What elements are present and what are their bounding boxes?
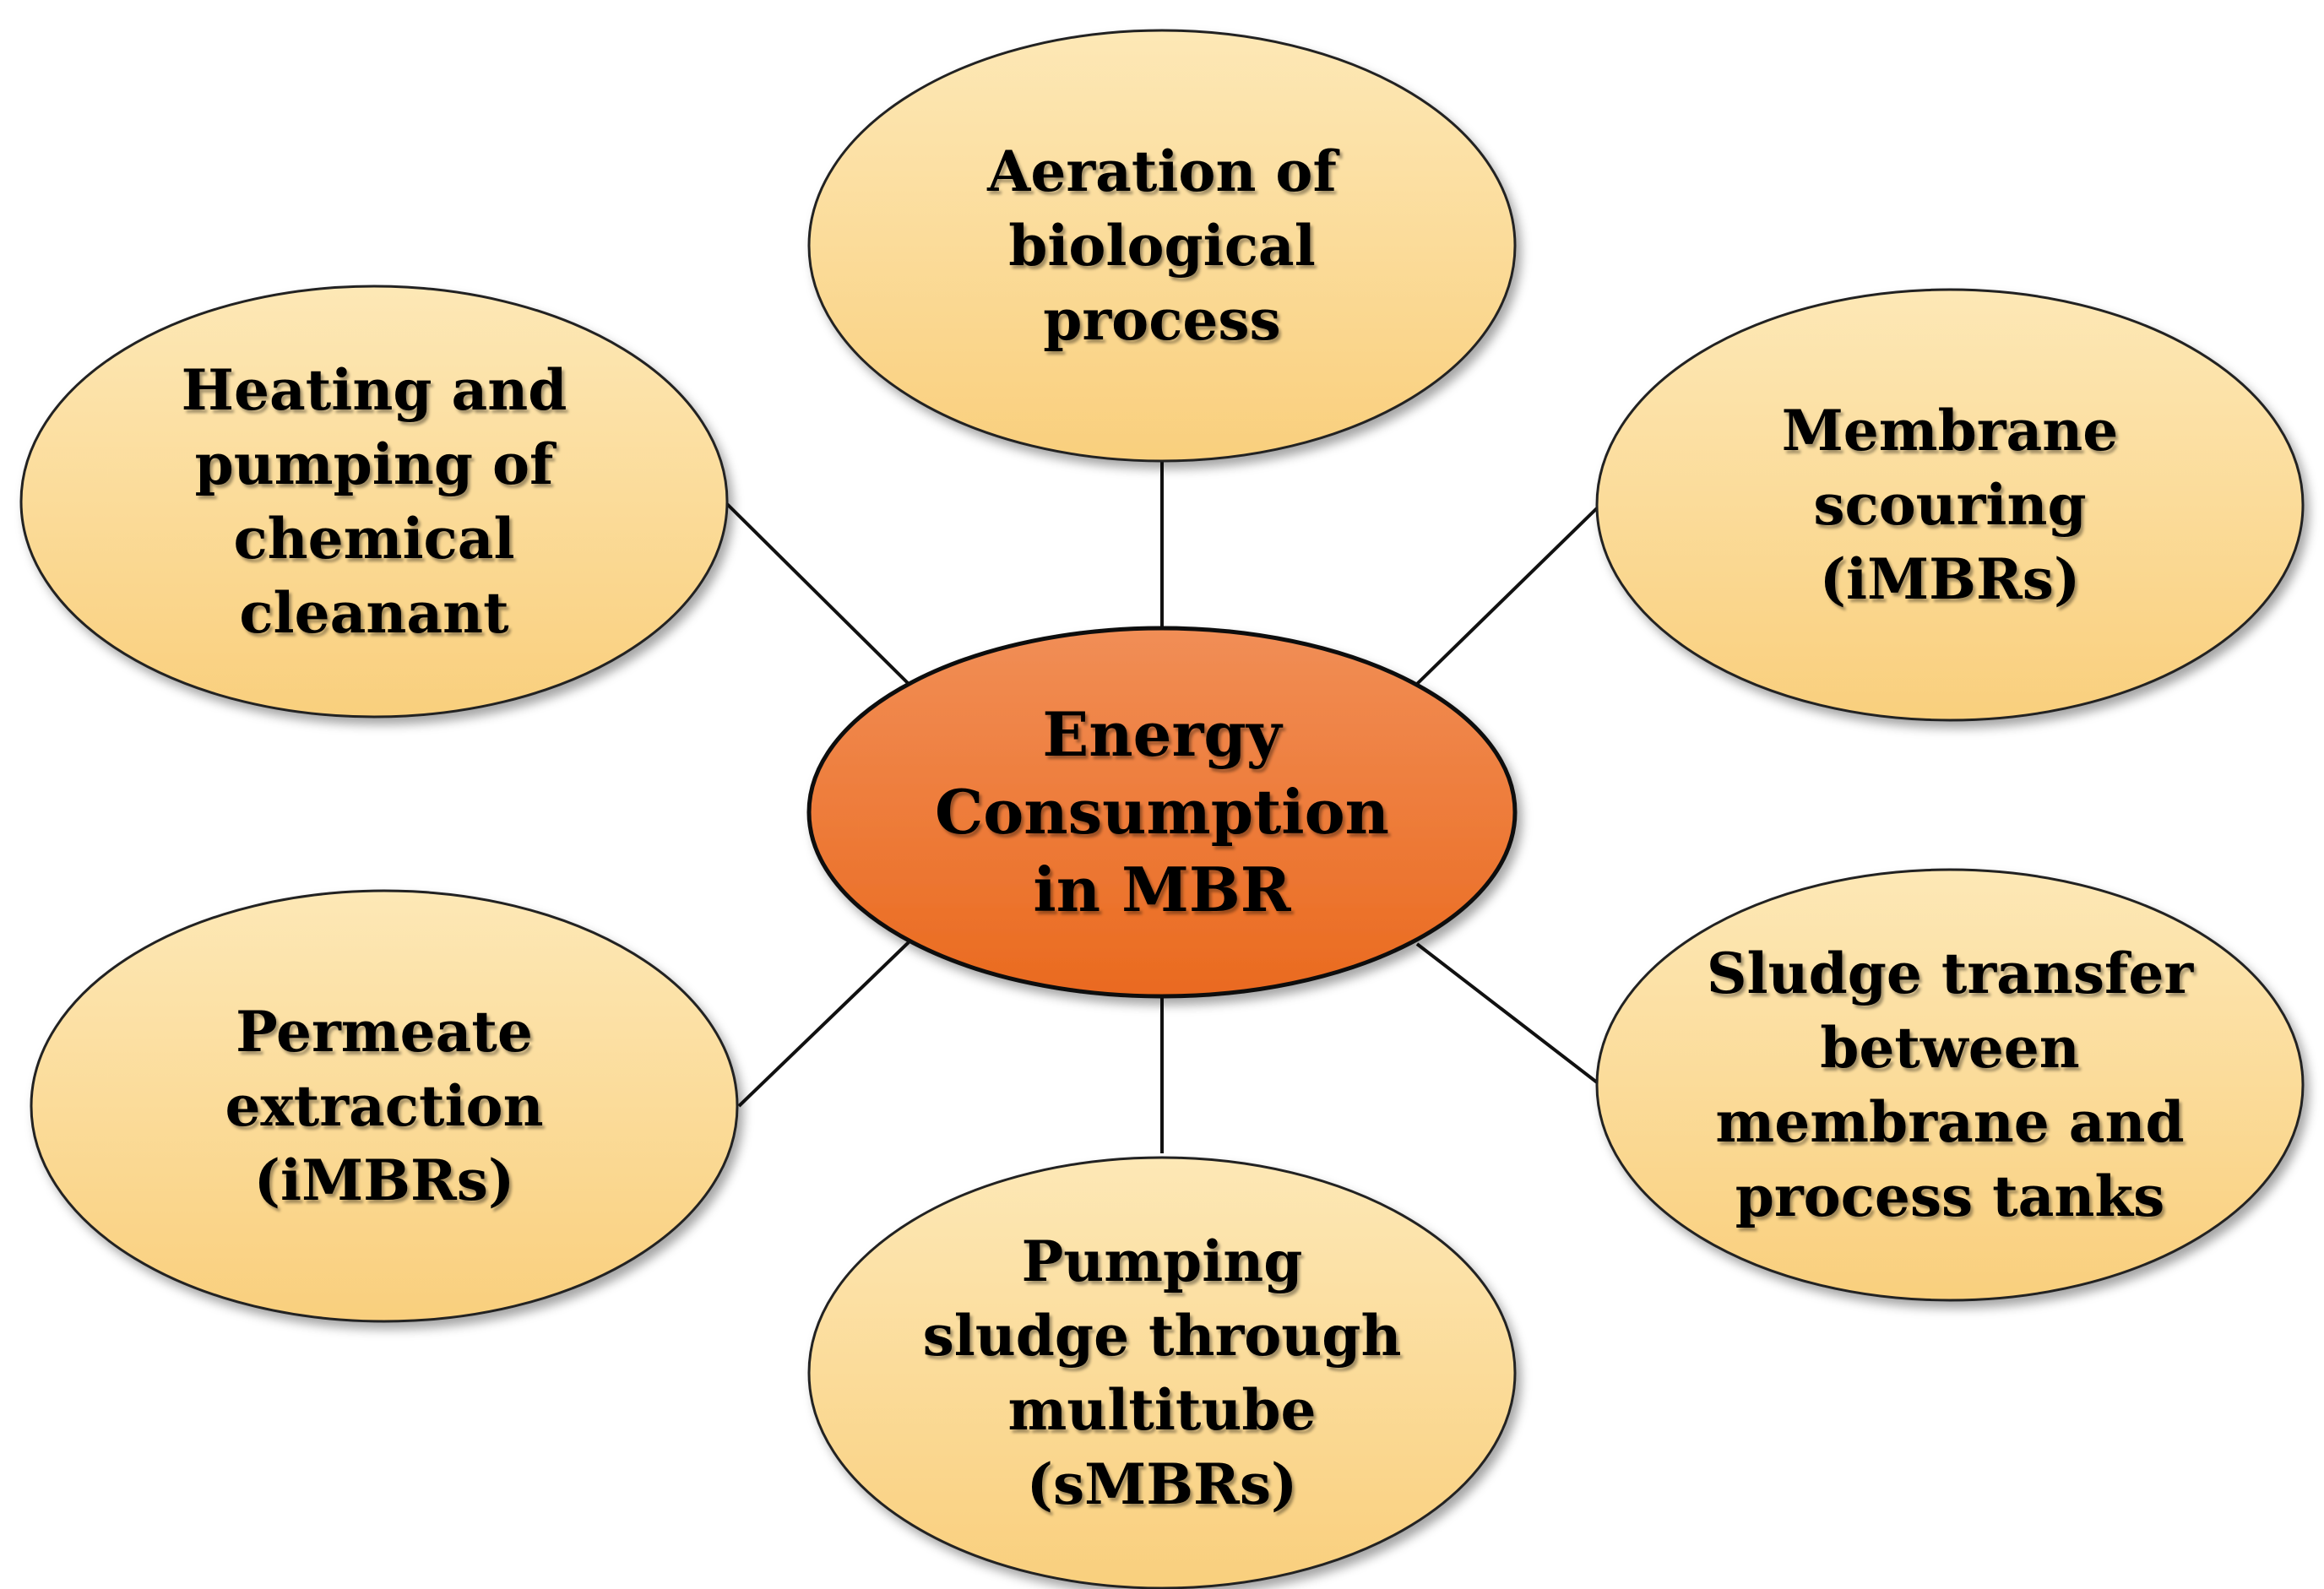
node-label-line: process tanks <box>1735 1163 2165 1229</box>
node-label-line: (iMBRs) <box>1819 546 2081 612</box>
connector-heating-pumping <box>723 500 910 686</box>
node-label-line: chemical <box>233 506 515 572</box>
node-sludge-transfer-shape <box>1595 868 2305 1302</box>
node-permeate-extraction-shape <box>30 889 739 1323</box>
node-label-line: cleanant <box>239 580 509 646</box>
node-label-line: scouring <box>1813 472 2087 538</box>
center-node-shape <box>806 626 1518 999</box>
outer-nodes <box>19 29 2305 1589</box>
node-permeate-extraction-label: Permeate extraction (iMBRs) <box>89 946 680 1266</box>
center-label-line: Consumption <box>934 776 1390 848</box>
node-label-line: Heating and <box>181 357 567 423</box>
center-label-line: Energy <box>1042 698 1282 770</box>
node-pumping-sludge-label: Pumping sludge through multitube (sMBRs) <box>866 1200 1458 1546</box>
node-label-line: process <box>1043 287 1281 353</box>
node-heating-pumping-shape <box>19 285 729 719</box>
node-pumping-sludge-shape <box>807 1156 1517 1589</box>
node-sludge-transfer-label: Sludge transfer between membrane and pro… <box>1654 912 2245 1258</box>
node-heating-pumping-label: Heating and pumping of chemical cleanant <box>79 328 670 675</box>
node-label-line: Aeration of <box>987 138 1337 204</box>
node-label-line: pumping of <box>194 431 554 497</box>
center-node-label: Energy Consumption in MBR <box>866 660 1458 964</box>
connectors <box>723 460 1602 1153</box>
node-label-line: membrane and <box>1715 1089 2185 1155</box>
connector-sludge-transfer <box>1415 942 1602 1087</box>
connector-permeate-extraction <box>737 941 910 1108</box>
node-label-line: extraction <box>225 1073 544 1139</box>
node-label-line: Pumping <box>1021 1228 1303 1294</box>
node-label-line: sludge through <box>922 1303 1402 1369</box>
node-label-line: between <box>1820 1015 2080 1081</box>
node-aeration-shape <box>807 29 1517 463</box>
center-label-line: in MBR <box>1033 854 1291 925</box>
node-aeration-label: Aeration of biological process <box>866 85 1458 406</box>
node-label-line: Permeate <box>236 999 533 1065</box>
node-label-line: multitube <box>1007 1377 1317 1443</box>
node-label-line: Sludge transfer <box>1706 941 2194 1006</box>
node-membrane-scouring-shape <box>1595 288 2305 722</box>
node-membrane-scouring-label: Membrane scouring (iMBRs) <box>1654 344 2245 665</box>
node-label-line: (sMBRs) <box>1026 1451 1298 1517</box>
node-label-line: Membrane <box>1781 398 2119 464</box>
connector-membrane-scouring <box>1415 503 1602 686</box>
node-label-line: (iMBRs) <box>253 1147 515 1213</box>
node-label-line: biological <box>1008 213 1316 279</box>
